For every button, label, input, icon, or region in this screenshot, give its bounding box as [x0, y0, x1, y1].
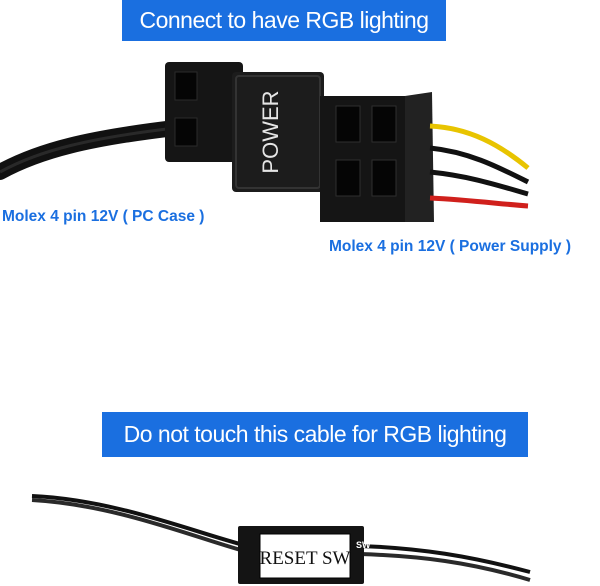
- sw-label: SW: [356, 540, 371, 550]
- reset-sw-cable: [31, 494, 531, 582]
- power-connector-label: POWER: [258, 90, 283, 173]
- power-connector: POWER: [165, 62, 324, 192]
- pc-case-cable: [0, 120, 183, 180]
- psu-wires: [429, 123, 530, 209]
- banner-do-not-touch: Do not touch this cable for RGB lighting: [102, 412, 528, 457]
- banner-connect: Connect to have RGB lighting: [122, 0, 446, 41]
- reset-sw-label: RESET SW: [260, 548, 351, 569]
- psu-connector: [320, 92, 434, 222]
- caption-pc-case: Molex 4 pin 12V ( PC Case ): [2, 208, 205, 225]
- caption-power-supply: Molex 4 pin 12V ( Power Supply ): [329, 238, 572, 255]
- reset-sw-connector: RESET SW SW: [238, 526, 371, 584]
